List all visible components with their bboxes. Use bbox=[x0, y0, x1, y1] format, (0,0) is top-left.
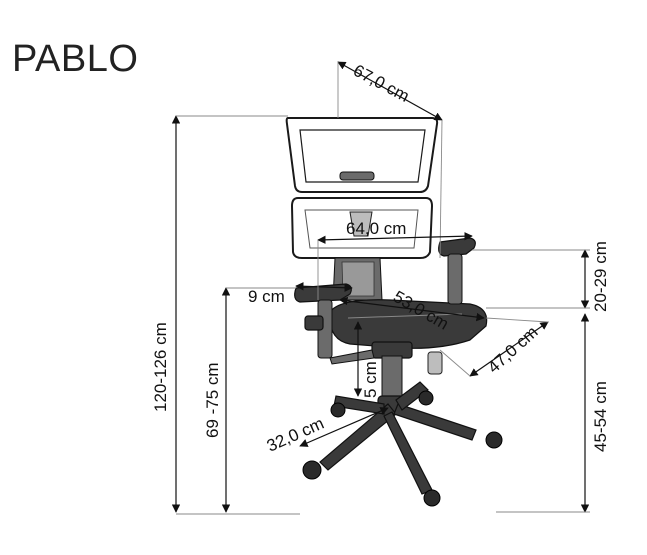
label-seat-depth: 47,0 cm bbox=[484, 322, 542, 377]
label-armrest-adjust: 20-29 cm bbox=[591, 241, 610, 312]
chair-illustration bbox=[285, 117, 503, 507]
label-base-radius: 32,0 cm bbox=[264, 414, 327, 456]
label-gas-lift: 5 cm bbox=[361, 361, 380, 398]
label-depth-total: 67,0 cm bbox=[350, 61, 412, 106]
dimension-lines bbox=[171, 61, 590, 515]
label-armrest-width: 9 cm bbox=[248, 287, 285, 306]
label-height-total: 120-126 cm bbox=[151, 322, 170, 412]
label-armrest-height: 69 -75 cm bbox=[203, 362, 222, 438]
star-base bbox=[319, 381, 477, 495]
label-seat-height: 45-54 cm bbox=[591, 381, 610, 452]
casters bbox=[302, 390, 503, 507]
label-width-armrests: 64,0 cm bbox=[346, 219, 406, 238]
armrest-right bbox=[438, 237, 476, 257]
product-title: PABLO bbox=[12, 38, 139, 80]
